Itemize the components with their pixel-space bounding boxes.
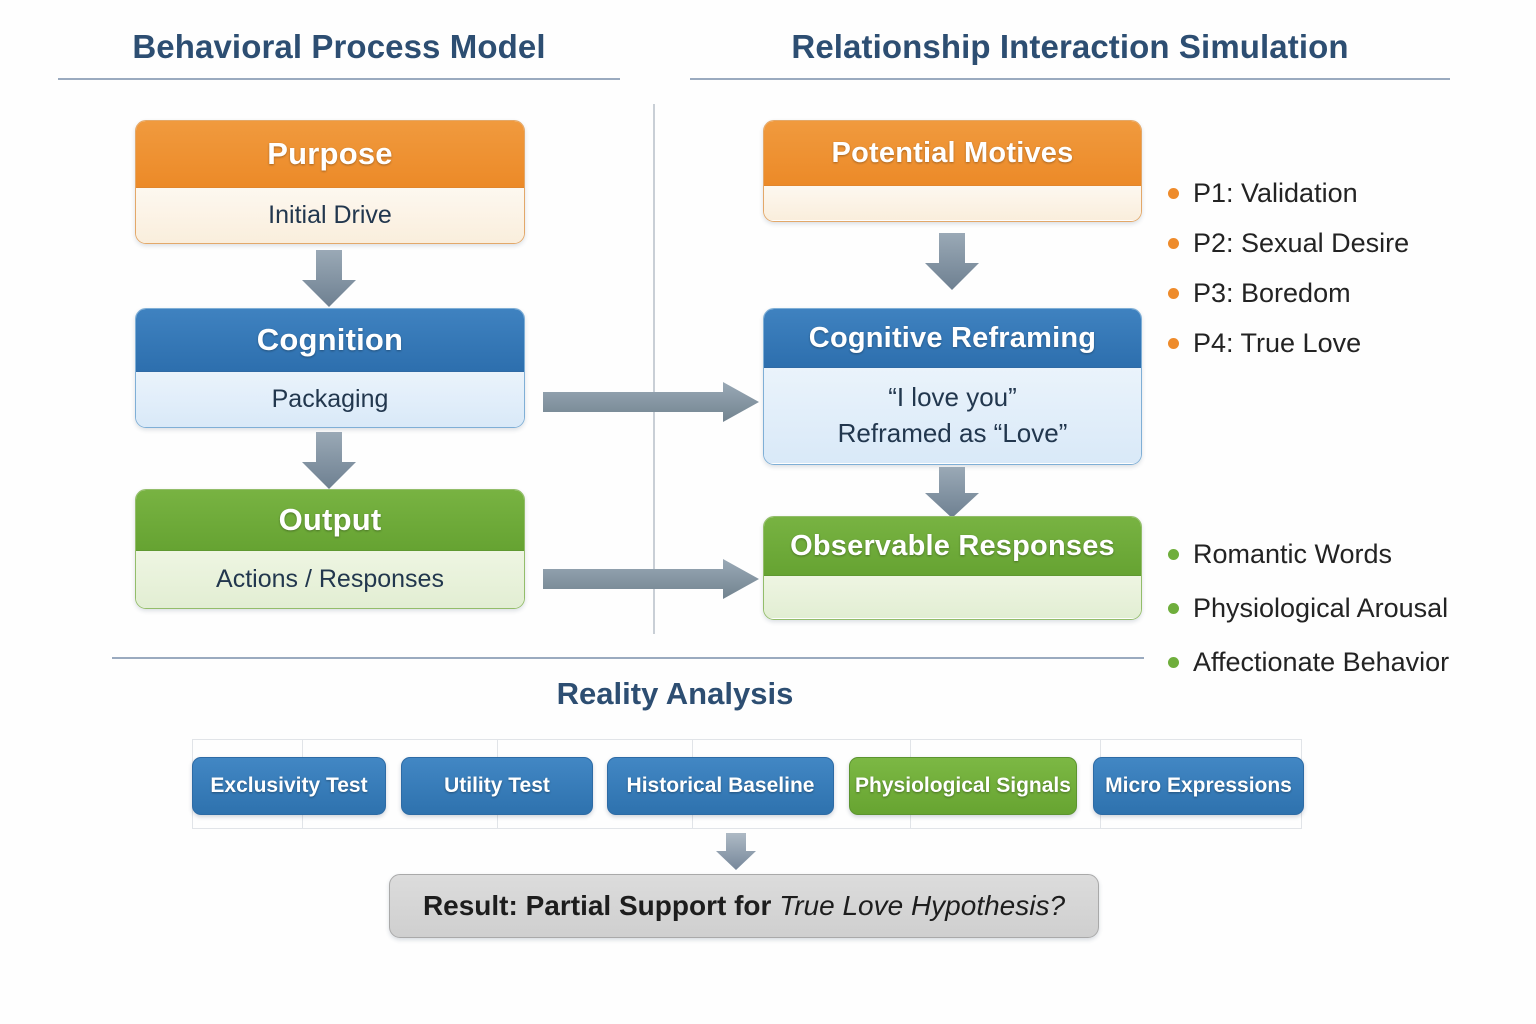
left-panel-title-rule (58, 78, 620, 80)
bullet-dot-icon (1168, 187, 1179, 199)
card-purpose: Purpose Initial Drive (135, 120, 525, 244)
right-panel-title: Relationship Interaction Simulation (791, 28, 1349, 65)
test-pill-physiological-signals[interactable]: Physiological Signals (849, 757, 1077, 815)
list-item: P2: Sexual Desire (1168, 218, 1508, 268)
arrow-down-to-result (715, 833, 757, 871)
card-cognitive-reframing: Cognitive Reframing “I love you” Reframe… (763, 308, 1142, 465)
card-purpose-title: Purpose (136, 121, 524, 188)
card-potential-motives-body (764, 186, 1141, 220)
bullet-dot-icon (1168, 656, 1179, 668)
motive-label: P2: Sexual Desire (1193, 227, 1410, 258)
arrow-right-cognition-to-reframing (543, 380, 761, 424)
bullet-dot-icon (1168, 602, 1179, 614)
card-cognition: Cognition Packaging (135, 308, 525, 428)
card-observable-responses: Observable Responses (763, 516, 1142, 620)
arrow-down-purpose-to-cognition (300, 250, 358, 308)
list-item: Romantic Words (1168, 527, 1518, 581)
responses-list: Romantic Words Physiological Arousal Aff… (1168, 527, 1518, 689)
motives-list: P1: Validation P2: Sexual Desire P3: Bor… (1168, 168, 1508, 368)
right-panel-title-rule (690, 78, 1450, 80)
left-panel-title: Behavioral Process Model (132, 28, 546, 65)
motive-label: P1: Validation (1193, 177, 1358, 208)
test-pill-label: Micro Expressions (1105, 774, 1292, 797)
card-cognitive-reframing-title: Cognitive Reframing (764, 309, 1141, 368)
arrow-down-cognition-to-output (300, 432, 358, 490)
result-prefix: Result: Partial Support for (422, 890, 780, 921)
card-cognitive-reframing-body: “I love you” Reframed as “Love” (764, 368, 1141, 463)
card-cognition-title: Cognition (136, 309, 524, 372)
reframing-line-2: Reframed as “Love” (837, 417, 1068, 448)
result-box: Result: Partial Support for True Love Hy… (389, 874, 1099, 938)
list-item: P1: Validation (1168, 168, 1508, 218)
list-item: P4: True Love (1168, 318, 1508, 368)
test-pill-label: Utility Test (444, 774, 550, 797)
arrow-down-reframing-to-responses (923, 467, 981, 519)
reality-analysis-rule (112, 657, 1144, 659)
test-pill-historical-baseline[interactable]: Historical Baseline (607, 757, 834, 815)
response-label: Physiological Arousal (1193, 592, 1449, 623)
list-item: P3: Boredom (1168, 268, 1508, 318)
reality-analysis-title: Reality Analysis (556, 676, 794, 711)
response-label: Romantic Words (1193, 538, 1393, 569)
panel-divider (653, 104, 655, 634)
card-potential-motives: Potential Motives (763, 120, 1142, 222)
bullet-dot-icon (1168, 287, 1179, 299)
card-cognition-body: Packaging (136, 372, 524, 427)
result-emphasis: True Love Hypothesis? (779, 890, 1066, 921)
test-pill-utility[interactable]: Utility Test (401, 757, 593, 815)
bullet-dot-icon (1168, 337, 1179, 349)
test-pill-exclusivity[interactable]: Exclusivity Test (192, 757, 386, 815)
card-output: Output Actions / Responses (135, 489, 525, 609)
card-observable-responses-title: Observable Responses (764, 517, 1141, 576)
test-pill-label: Physiological Signals (855, 774, 1071, 797)
arrow-down-motives-to-reframing (923, 233, 981, 291)
bullet-dot-icon (1168, 237, 1179, 249)
list-item: Affectionate Behavior (1168, 635, 1518, 689)
test-pill-label: Exclusivity Test (210, 774, 368, 797)
list-item: Physiological Arousal (1168, 581, 1518, 635)
reframing-line-1: “I love you” (888, 381, 1017, 412)
motive-label: P4: True Love (1193, 327, 1362, 358)
arrow-right-output-to-responses (543, 557, 761, 601)
test-pill-label: Historical Baseline (626, 774, 815, 797)
bullet-dot-icon (1168, 548, 1179, 560)
response-label: Affectionate Behavior (1193, 646, 1450, 677)
test-pill-micro-expressions[interactable]: Micro Expressions (1093, 757, 1304, 815)
card-observable-responses-body (764, 576, 1141, 618)
card-potential-motives-title: Potential Motives (764, 121, 1141, 186)
card-output-body: Actions / Responses (136, 551, 524, 608)
card-output-title: Output (136, 490, 524, 551)
result-text: Result: Partial Support for True Love Hy… (423, 890, 1065, 922)
card-purpose-body: Initial Drive (136, 188, 524, 243)
motive-label: P3: Boredom (1193, 277, 1351, 308)
